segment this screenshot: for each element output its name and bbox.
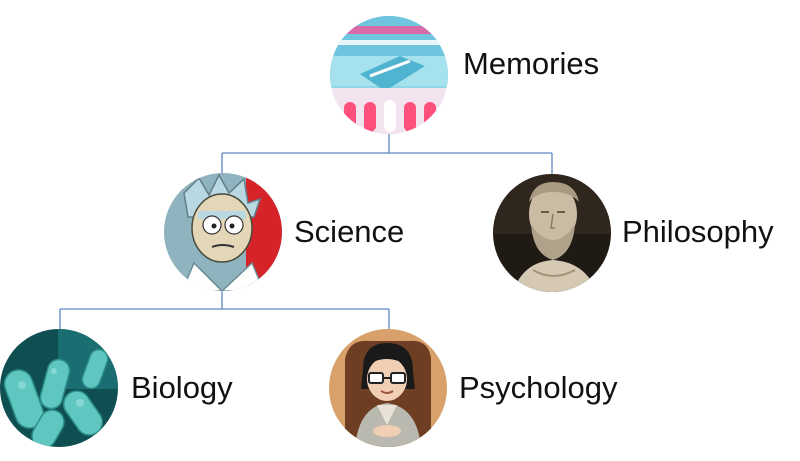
science-image [164, 173, 282, 291]
node-label-memories: Memories [463, 46, 600, 81]
node-label-psychology: Psychology [459, 370, 618, 405]
node-label-biology: Biology [131, 370, 233, 405]
psychology-image [329, 329, 447, 447]
philosophy-image [493, 174, 611, 292]
node-label-science: Science [294, 214, 405, 249]
node-label-philosophy: Philosophy [622, 214, 774, 249]
memories-image [330, 16, 448, 134]
biology-image [0, 329, 118, 447]
